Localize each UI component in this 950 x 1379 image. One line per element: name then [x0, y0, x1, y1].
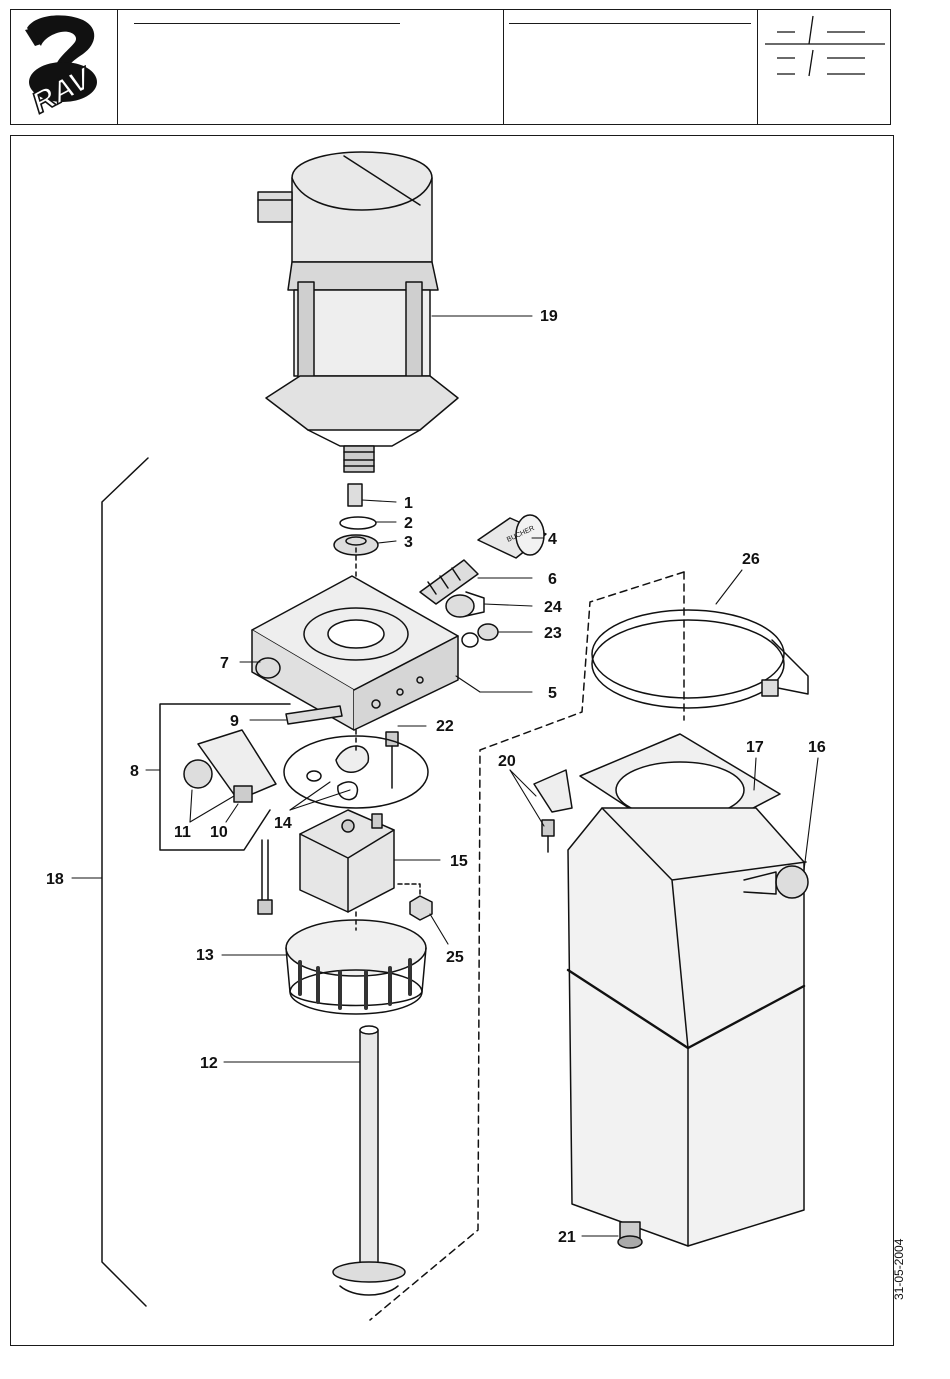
callout-24: 24 — [544, 599, 562, 616]
plug-24 — [446, 592, 484, 617]
callout-14: 14 — [274, 815, 292, 832]
callout-8: 8 — [130, 763, 139, 780]
coupling-part-1 — [348, 484, 362, 506]
pin-9 — [286, 706, 342, 724]
tank-strap-26 — [592, 572, 808, 720]
callout-11: 11 — [174, 824, 191, 841]
callout-1: 1 — [404, 495, 413, 512]
bolt — [258, 840, 272, 914]
callout-3: 3 — [404, 534, 413, 551]
callout-21: 21 — [558, 1229, 576, 1246]
callout-7: 7 — [220, 655, 229, 672]
solenoid-valve-4: BUCHER — [478, 515, 546, 558]
callout-22: 22 — [436, 718, 454, 735]
callout-25: 25 — [446, 949, 464, 966]
assembly-bracket-18 — [102, 458, 148, 1306]
callout-17: 17 — [746, 739, 764, 756]
callout-12: 12 — [200, 1055, 218, 1072]
circlip-2 — [340, 517, 376, 529]
plug-seal-23 — [462, 624, 498, 647]
callout-19: 19 — [540, 308, 558, 325]
pump-block — [252, 576, 458, 730]
drain-plug-21 — [618, 1222, 642, 1248]
nut-25 — [410, 896, 432, 920]
callout-23: 23 — [544, 625, 562, 642]
callout-4: 4 — [548, 531, 557, 548]
solenoid-coil-10 — [184, 730, 276, 802]
suction-tube-12 — [333, 1026, 405, 1295]
suction-filter-13 — [286, 920, 426, 1014]
callout-13: 13 — [196, 947, 214, 964]
callout-10: 10 — [210, 824, 228, 841]
callout-18: 18 — [46, 871, 64, 888]
callout-9: 9 — [230, 713, 239, 730]
callout-6: 6 — [548, 571, 557, 588]
callout-5: 5 — [548, 685, 557, 702]
electric-motor — [258, 152, 458, 472]
callout-15: 15 — [450, 853, 468, 870]
mounting-bracket-20 — [534, 770, 572, 852]
callout-26: 26 — [742, 551, 760, 568]
callout-20: 20 — [498, 753, 516, 770]
gear-pump-15 — [300, 810, 394, 912]
document-date: 31-05-2004 — [892, 1239, 906, 1300]
callout-2: 2 — [404, 515, 413, 532]
callout-16: 16 — [808, 739, 826, 756]
